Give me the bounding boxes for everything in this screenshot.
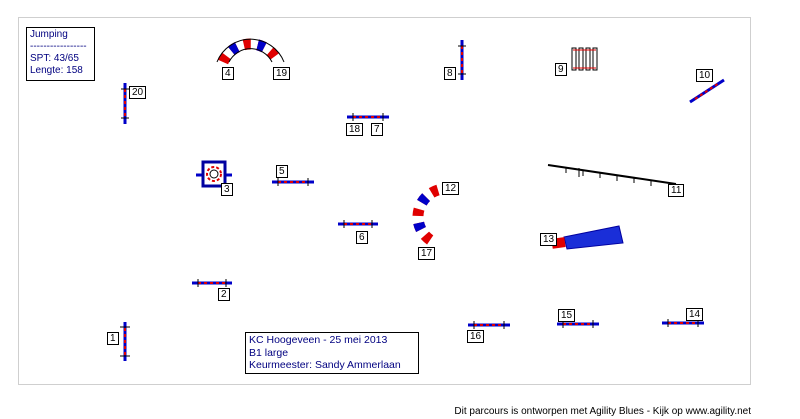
jump-7-18 xyxy=(347,113,389,121)
jump-10 xyxy=(689,78,725,104)
obstacle-label-2: 2 xyxy=(218,288,230,301)
course-type: Jumping xyxy=(30,29,68,40)
obstacle-label-1: 1 xyxy=(107,332,119,345)
jump-1 xyxy=(120,322,130,361)
obstacle-label-7: 7 xyxy=(371,123,383,136)
long-jump-9 xyxy=(571,47,598,71)
tire-3 xyxy=(196,160,232,188)
footer-credit: Dit parcours is ontworpen met Agility Bl… xyxy=(454,406,751,417)
obstacle-label-18: 18 xyxy=(346,123,364,136)
obstacle-label-6: 6 xyxy=(356,231,368,244)
obstacle-label-8: 8 xyxy=(444,67,456,80)
tunnel-13 xyxy=(551,225,624,250)
jump-16 xyxy=(468,321,510,329)
course-field xyxy=(18,17,751,385)
jump-8 xyxy=(458,40,466,80)
jump-20 xyxy=(121,83,129,124)
jump-5 xyxy=(272,178,314,186)
course-info-box: Jumping ----------------- SPT: 43/65 Len… xyxy=(26,27,95,81)
obstacle-label-20: 20 xyxy=(129,86,147,99)
obstacle-label-3: 3 xyxy=(221,183,233,196)
course-length: Lengte: 158 xyxy=(30,65,83,76)
curved-tunnel-4-19 xyxy=(216,38,285,65)
jump-6 xyxy=(338,220,378,228)
obstacle-label-15: 15 xyxy=(558,309,576,322)
info-divider: ----------------- xyxy=(30,41,87,52)
obstacle-label-14: 14 xyxy=(686,308,704,321)
obstacle-label-19: 19 xyxy=(273,67,291,80)
obstacle-label-16: 16 xyxy=(467,330,485,343)
obstacle-label-17: 17 xyxy=(418,247,436,260)
obstacle-label-5: 5 xyxy=(276,165,288,178)
obstacle-label-12: 12 xyxy=(442,182,460,195)
event-judge: Keurmeester: Sandy Ammerlaan xyxy=(249,359,401,371)
obstacle-label-10: 10 xyxy=(696,69,714,82)
obstacle-label-4: 4 xyxy=(222,67,234,80)
jump-2 xyxy=(192,279,232,287)
course-spt: SPT: 43/65 xyxy=(30,53,79,64)
event-class: B1 large xyxy=(249,346,289,359)
weave-poles-11 xyxy=(547,164,677,186)
curved-tunnel-12-17 xyxy=(412,184,440,249)
event-title: KC Hoogeveen - 25 mei 2013 xyxy=(249,334,388,346)
event-info-box: KC Hoogeveen - 25 mei 2013 B1 large Keur… xyxy=(245,332,419,374)
obstacle-label-13: 13 xyxy=(540,233,558,246)
obstacle-label-11: 11 xyxy=(668,184,685,197)
obstacle-label-9: 9 xyxy=(555,63,567,76)
